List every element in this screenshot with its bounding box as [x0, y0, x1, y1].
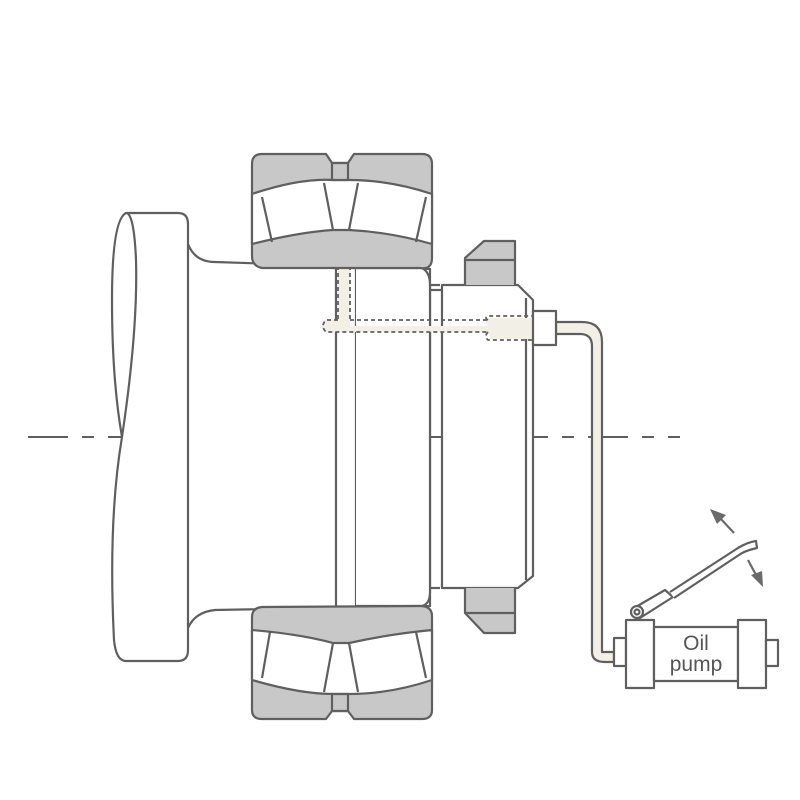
hydraulic-nut: [430, 239, 535, 635]
pump-label-line2: pump: [670, 653, 723, 676]
pump-handle: [629, 539, 759, 620]
bearing-top: [250, 152, 434, 270]
motion-arrows-icon: [710, 509, 763, 587]
bearing-bottom: [250, 604, 434, 721]
oil-pump: [612, 618, 780, 690]
sleeve: [334, 264, 440, 610]
oil-pipe: [531, 309, 616, 664]
pump-label-line1: Oil: [683, 632, 709, 655]
oil-duct: [322, 266, 533, 341]
